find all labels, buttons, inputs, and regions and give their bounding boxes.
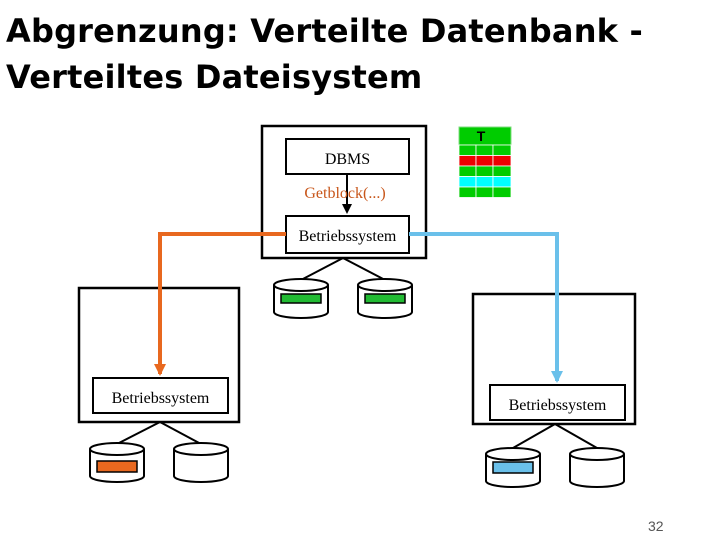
- table-cell: [475, 155, 494, 167]
- table-cell: [458, 155, 477, 167]
- right-node: Betriebssystem: [471, 292, 637, 426]
- disk-icon: [569, 447, 625, 488]
- table-cell: [458, 144, 477, 156]
- table-header-label: T: [477, 128, 486, 144]
- table-icon: T: [458, 126, 512, 198]
- server-os-box: Betriebssystem: [285, 215, 410, 254]
- table-cell: [492, 186, 512, 198]
- left-disk-links: [116, 421, 202, 445]
- dbms-box: DBMS: [285, 138, 410, 175]
- table-cell: [458, 186, 477, 198]
- table-cell: [475, 144, 494, 156]
- left-os-box: Betriebssystem: [92, 377, 229, 414]
- table-cell: [475, 165, 494, 177]
- orange-link-arrow: [154, 232, 286, 376]
- disk-icon: [273, 278, 329, 319]
- title-line-1: Abgrenzung: Verteilte Datenbank -: [6, 12, 643, 50]
- right-disk-links: [512, 423, 598, 449]
- right-os-label: Betriebssystem: [509, 397, 607, 414]
- server-node: DBMS Getblock(...) Betriebssystem: [260, 124, 428, 260]
- table-cell: [458, 176, 477, 188]
- server-disk-links: [300, 257, 386, 281]
- table-cell: [492, 176, 512, 188]
- right-os-box: Betriebssystem: [489, 384, 626, 421]
- table-cell: [492, 144, 512, 156]
- blue-link-arrow: [409, 232, 563, 383]
- table-cell: [458, 165, 477, 177]
- page-number: 32: [648, 518, 664, 534]
- getblock-call-label: Getblock(...): [304, 185, 385, 202]
- server-os-label: Betriebssystem: [299, 228, 397, 245]
- disk-icon: [173, 442, 229, 483]
- table-cell: [475, 186, 494, 198]
- table-cell: [475, 176, 494, 188]
- table-cell: [492, 165, 512, 177]
- disk-icon: [485, 447, 541, 488]
- left-os-label: Betriebssystem: [112, 390, 210, 407]
- table-cell: [492, 155, 512, 167]
- table-rows: [458, 144, 512, 198]
- slide-title: Abgrenzung: Verteilte Datenbank - Vertei…: [6, 8, 643, 100]
- title-line-2: Verteiltes Dateisystem: [6, 58, 423, 96]
- dbms-label: DBMS: [325, 151, 370, 168]
- disk-icon: [357, 278, 413, 319]
- disk-icon: [89, 442, 145, 483]
